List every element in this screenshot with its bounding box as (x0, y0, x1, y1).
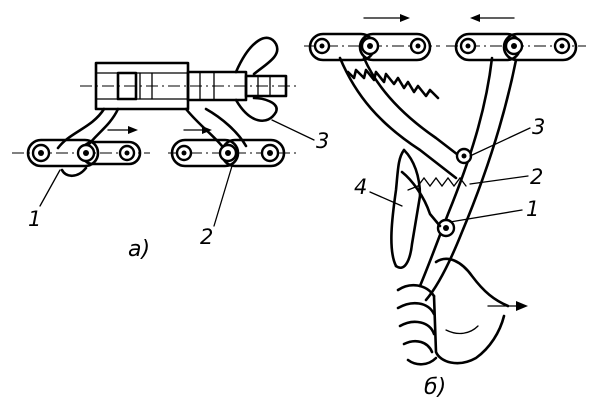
label-handle-lever-4: 4 (354, 175, 367, 199)
label-lever-1: 1 (526, 197, 539, 221)
screw-tensioner-body (80, 36, 300, 122)
figure-b-lever-tensioner: 3 2 1 4 б) (304, 14, 586, 400)
caption-a: а) (128, 237, 150, 262)
caption-b: б) (424, 375, 446, 400)
chain-direction-arrow (107, 126, 138, 134)
main-lever-bar (418, 56, 518, 302)
leader-line-1 (39, 169, 61, 207)
right-chain-segment (168, 138, 298, 168)
label-pawl-1: 1 (28, 207, 41, 231)
leader-line-1 (449, 209, 523, 223)
chain-direction-arrow (470, 14, 515, 22)
left-chain-segment (12, 138, 150, 168)
chain-direction-arrow (363, 14, 410, 22)
label-screw-3: 3 (316, 129, 329, 153)
pawl-handle-lever (390, 148, 442, 269)
top-right-chain-segment (446, 32, 586, 62)
leader-line-3 (469, 127, 531, 157)
leader-line-3 (271, 119, 315, 141)
label-pivot-3: 3 (532, 115, 545, 139)
label-spring-2: 2 (530, 165, 543, 189)
serrated-rack-bar (338, 56, 464, 180)
top-left-chain-segment (304, 32, 440, 62)
label-chain-2: 2 (200, 225, 213, 249)
figure-a-chain-tensioner: 1 2 3 а) (12, 36, 329, 262)
chain-direction-arrow (183, 126, 212, 134)
leader-line-2 (213, 165, 233, 227)
pull-direction-arrow (487, 301, 528, 311)
hand-gripping-lever (396, 257, 510, 366)
leader-line-4 (369, 191, 403, 207)
leader-line-2 (469, 175, 529, 185)
